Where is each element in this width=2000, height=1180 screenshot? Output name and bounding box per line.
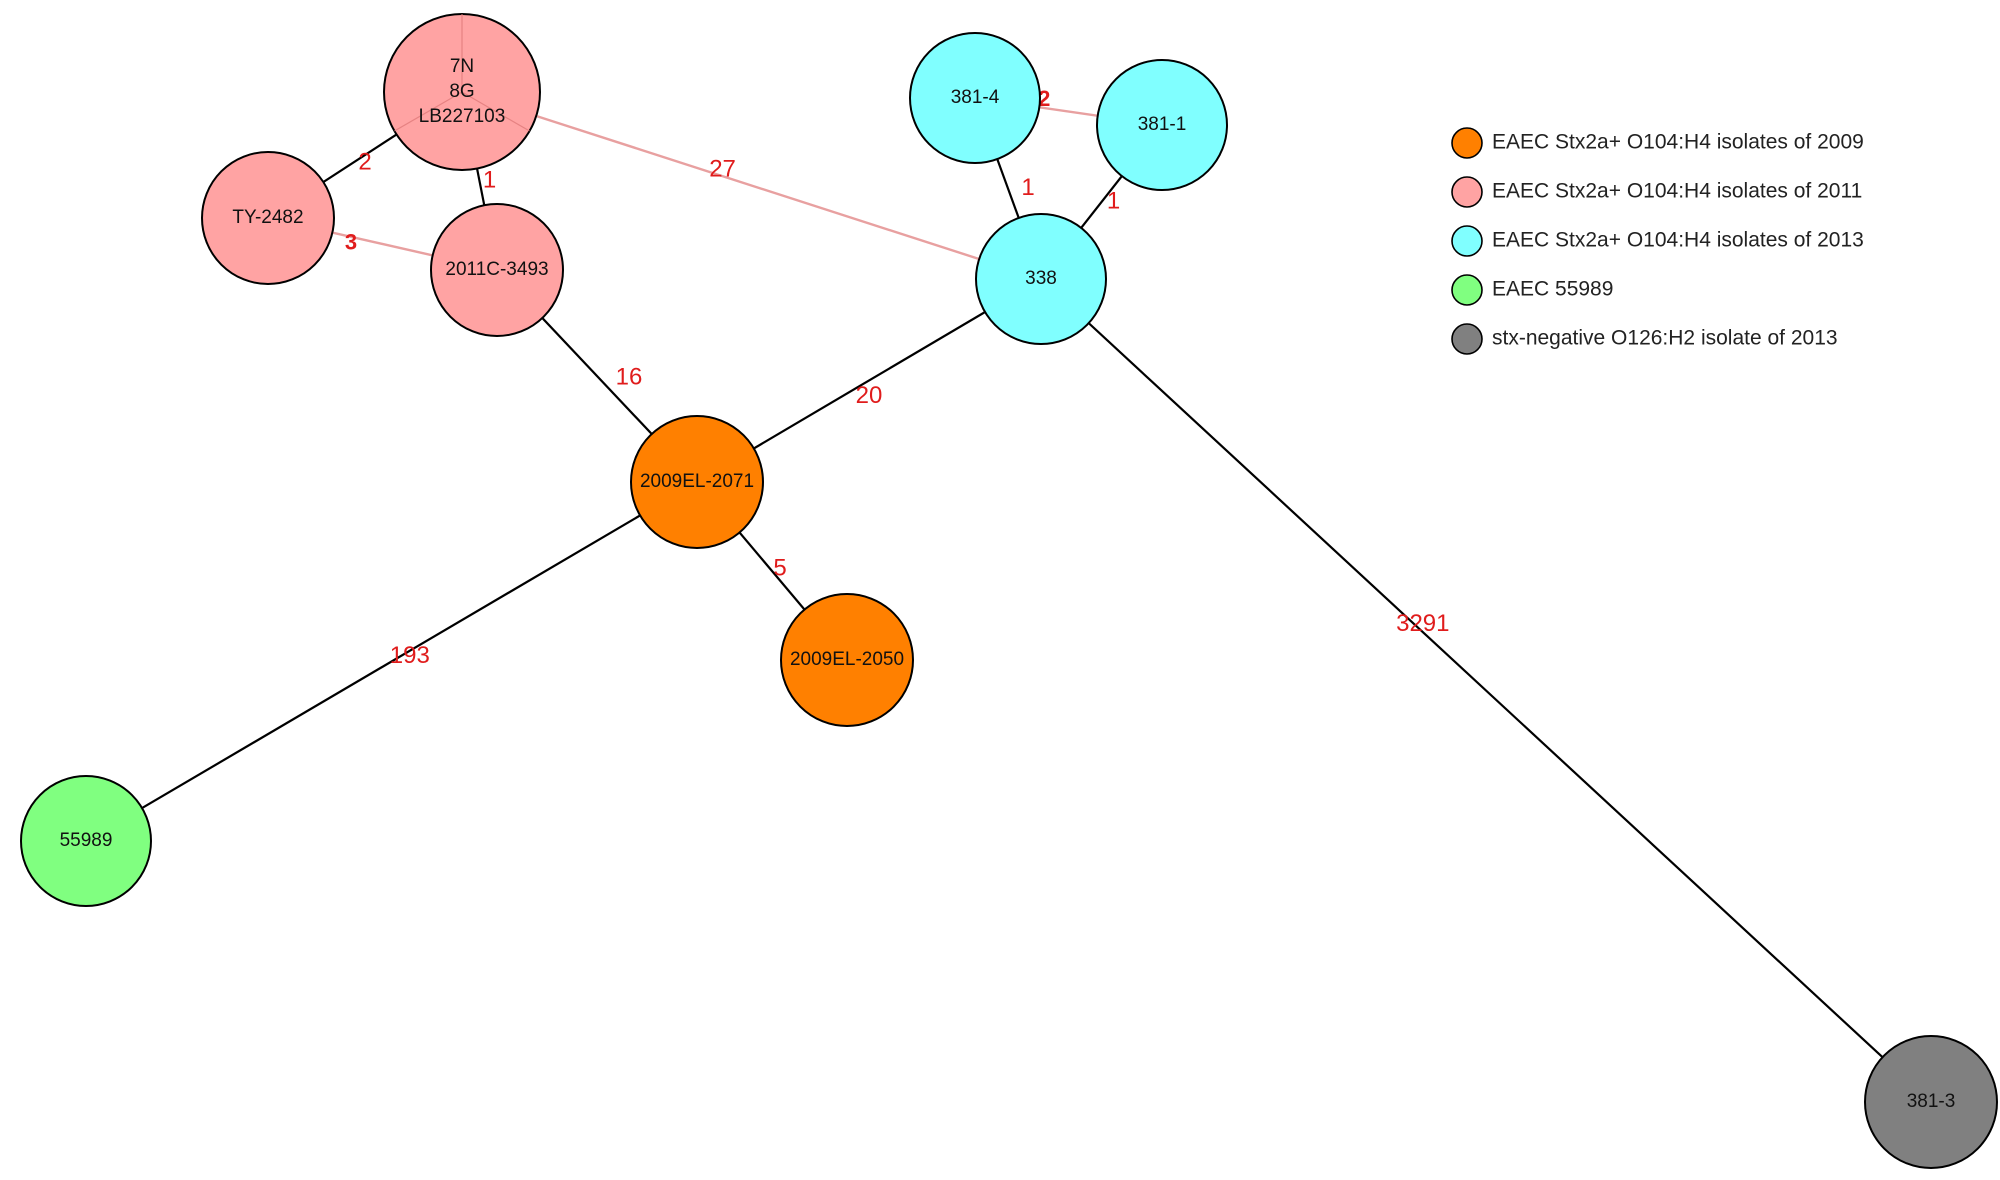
legend-label: EAEC Stx2a+ O104:H4 isolates of 2013 (1492, 229, 1864, 252)
legend-swatch (1451, 225, 1483, 257)
node-n55989[interactable]: 55989 (20, 775, 152, 907)
node-label: LB227103 (419, 106, 506, 127)
legend: EAEC Stx2a+ O104:H4 isolates of 2009EAEC… (1451, 127, 1864, 355)
node-el2071[interactable]: 2009EL-2071 (630, 415, 764, 549)
legend-label: stx-negative O126:H2 isolate of 2013 (1492, 327, 1838, 350)
node-label: 2009EL-2071 (640, 471, 754, 492)
node-circle (630, 415, 764, 549)
edge-n338-n3813 (1040, 278, 1932, 1103)
edge-label: 1 (1107, 187, 1120, 214)
legend-item-o126: stx-negative O126:H2 isolate of 2013 (1451, 323, 1838, 355)
edge-label: 3 (345, 230, 357, 255)
node-circle (780, 593, 914, 727)
legend-label: EAEC Stx2a+ O104:H4 isolates of 2011 (1492, 180, 1862, 203)
edge-label: 2 (358, 148, 371, 175)
edge-labels-layer: 2 1 3 27 2 1 1 16 20 5 193 3291 (345, 86, 1450, 669)
node-divider (461, 91, 530, 132)
legend-item-2013: EAEC Stx2a+ O104:H4 isolates of 2013 (1451, 225, 1864, 257)
legend-label: EAEC Stx2a+ O104:H4 isolates of 2009 (1492, 131, 1864, 154)
node-label: TY-2482 (232, 207, 303, 228)
edge-label: 20 (856, 382, 883, 409)
node-ty[interactable]: TY-2482 (201, 151, 335, 285)
legend-item-2011: EAEC Stx2a+ O104:H4 isolates of 2011 (1451, 176, 1862, 208)
edge-label: 27 (709, 155, 736, 182)
node-circle (975, 213, 1107, 345)
legend-swatch (1451, 127, 1483, 159)
node-label: 381-3 (1907, 1091, 1956, 1112)
node-label: 2011C-3493 (445, 259, 548, 280)
edge-label: 2 (1038, 86, 1050, 111)
node-n338[interactable]: 338 (975, 213, 1107, 345)
node-n3813[interactable]: 381-3 (1864, 1035, 1998, 1169)
legend-swatch (1451, 274, 1483, 306)
edge-label: 1 (483, 166, 496, 193)
node-label: 381-1 (1138, 114, 1187, 135)
legend-item-2009: EAEC Stx2a+ O104:H4 isolates of 2009 (1451, 127, 1864, 159)
node-label: 338 (1025, 268, 1057, 289)
legend-swatch (1451, 176, 1483, 208)
edge-label: 5 (773, 554, 786, 581)
node-circle (430, 203, 564, 337)
node-divider (394, 91, 463, 132)
edge-label: 1 (1021, 174, 1034, 201)
legend-item-55989: EAEC 55989 (1451, 274, 1613, 306)
node-label: 8G (449, 81, 474, 102)
node-circle (909, 32, 1041, 164)
node-label: 381-4 (951, 87, 1000, 108)
node-circle (1864, 1035, 1998, 1169)
node-circle (201, 151, 335, 285)
node-label: 7N (450, 56, 474, 77)
node-el2050[interactable]: 2009EL-2050 (780, 593, 914, 727)
edge-el2071-n55989 (85, 481, 698, 842)
edge-label: 3291 (1396, 610, 1449, 637)
node-n3814[interactable]: 381-4 (909, 32, 1041, 164)
node-lb[interactable]: 7N 8G LB227103 (383, 13, 541, 171)
node-c3493[interactable]: 2011C-3493 (430, 203, 564, 337)
node-circle (1096, 59, 1228, 191)
edge-label: 16 (616, 363, 643, 390)
node-label: 55989 (60, 830, 113, 851)
node-n3811[interactable]: 381-1 (1096, 59, 1228, 191)
node-circle (20, 775, 152, 907)
legend-swatch (1451, 323, 1483, 355)
node-label: 2009EL-2050 (790, 649, 904, 670)
edge-label: 193 (390, 642, 430, 669)
edge-lb-n338 (461, 90, 1042, 281)
legend-label: EAEC 55989 (1492, 278, 1613, 301)
